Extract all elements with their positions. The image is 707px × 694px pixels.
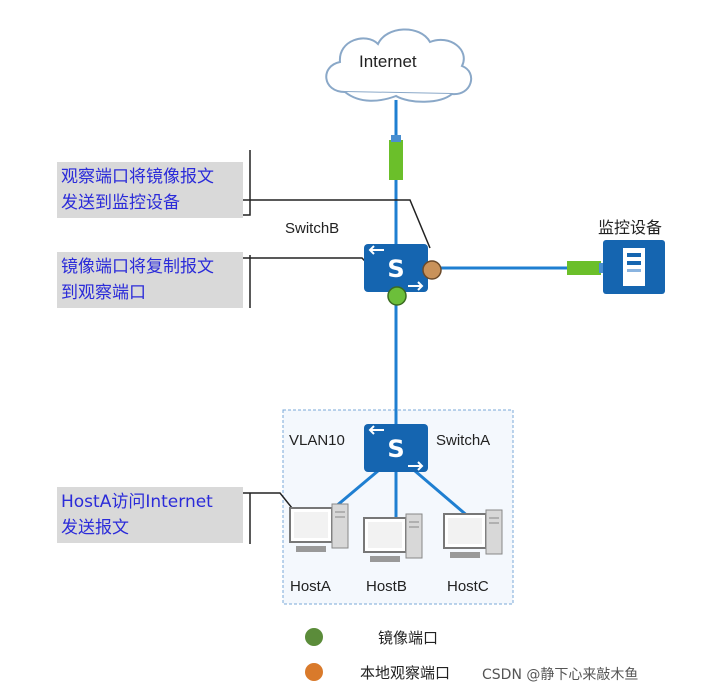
callout-line: 到观察端口: [61, 283, 146, 303]
legend-observe-label: 本地观察端口: [360, 664, 451, 682]
svg-text:S: S: [387, 435, 404, 463]
cable-connector-icon: [567, 261, 601, 275]
legend-mirror-dot: [305, 628, 323, 646]
callout-line: HostA访问Internet: [61, 492, 213, 512]
switch-b-icon: S: [364, 244, 428, 292]
computer-icon: [363, 513, 423, 562]
callout-line: 镜像端口将复制报文: [61, 257, 214, 277]
legend-mirror-label: 镜像端口: [378, 629, 439, 647]
svg-text:S: S: [387, 255, 404, 283]
internet-label: Internet: [359, 52, 417, 71]
callout-line: 发送到监控设备: [61, 193, 180, 213]
watermark: CSDN @静下心来敲木鱼: [482, 667, 639, 683]
server-icon: [603, 240, 665, 294]
callout-observe-port: 观察端口将镜像报文 发送到监控设备: [57, 162, 243, 218]
cable-connector-icon: [389, 140, 403, 180]
monitor-label: 监控设备: [598, 218, 663, 237]
callout-leader-line: [243, 150, 251, 216]
observe-port-dot: [422, 260, 442, 280]
cable-connector-icon: [391, 135, 401, 142]
callout-mirror-port: 镜像端口将复制报文 到观察端口: [57, 252, 243, 308]
callout-host-send: HostA访问Internet 发送报文: [57, 487, 243, 543]
link-switcha-hostc: [407, 463, 471, 520]
legend-observe-dot: [305, 663, 323, 681]
internet-cloud-icon: [325, 28, 473, 103]
callout-line: 发送报文: [61, 518, 129, 538]
vlan-label: VLAN10: [289, 432, 345, 449]
host-b-label: HostB: [366, 578, 407, 595]
callout-line: 观察端口将镜像报文: [61, 167, 214, 187]
computer-icon: [289, 503, 349, 552]
host-c-label: HostC: [447, 578, 489, 595]
switch-a-label: SwitchA: [436, 432, 491, 449]
mirror-port-dot: [387, 286, 407, 306]
switch-a-icon: S: [364, 424, 428, 472]
switch-b-label: SwitchB: [285, 220, 340, 237]
computer-icon: [443, 509, 503, 558]
host-a-label: HostA: [290, 578, 331, 595]
callout-leader-line: [243, 199, 431, 249]
cable-connector-icon: [599, 263, 605, 273]
